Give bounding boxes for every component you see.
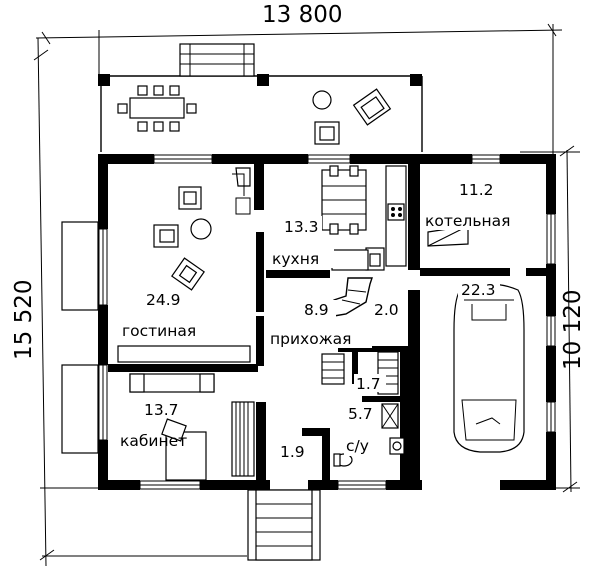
closet-area: 1.7 — [356, 375, 381, 393]
office-area: 13.7 — [144, 401, 179, 419]
boiler-room-area: 11.2 — [459, 181, 494, 199]
bathroom-fixtures — [333, 403, 405, 467]
walls — [98, 154, 556, 490]
dimension-top-label: 13 800 — [262, 2, 342, 28]
living-room-name: гостиная — [122, 322, 196, 340]
hall-area: 8.9 — [304, 301, 329, 319]
hall-name: прихожая — [270, 330, 352, 348]
entrance-steps — [247, 489, 321, 561]
bathroom-area: 5.7 — [348, 405, 373, 423]
terrace — [98, 43, 423, 152]
office-name: кабинет — [120, 432, 187, 450]
office-furniture — [129, 373, 255, 481]
bathroom-name: с/у — [346, 437, 369, 455]
windows — [61, 154, 556, 490]
car — [453, 283, 525, 453]
dimension-left-label: 15 520 — [11, 280, 37, 360]
armchair-terrace-left — [314, 121, 340, 145]
vestibule-area: 1.9 — [280, 443, 305, 461]
living-room-area: 24.9 — [146, 291, 181, 309]
round-table — [312, 90, 332, 110]
garage-area: 22.3 — [461, 281, 496, 299]
kitchen-furniture — [321, 165, 407, 271]
dimension-right-label: 10 120 — [560, 290, 586, 370]
armchair-terrace-right — [352, 88, 392, 126]
stair-area: 2.0 — [374, 301, 399, 319]
room-labels: 11.2 котельная 13.3 кухня 22.3 24.9 гост… — [120, 180, 532, 461]
dimension-lines — [33, 23, 580, 567]
stairs — [331, 249, 373, 317]
living-furniture — [117, 167, 251, 363]
kitchen-name: кухня — [272, 250, 319, 268]
dining-table — [117, 85, 197, 132]
kitchen-area: 13.3 — [284, 218, 319, 236]
terrace-steps — [179, 43, 255, 77]
boiler-room-name: котельная — [425, 212, 510, 230]
